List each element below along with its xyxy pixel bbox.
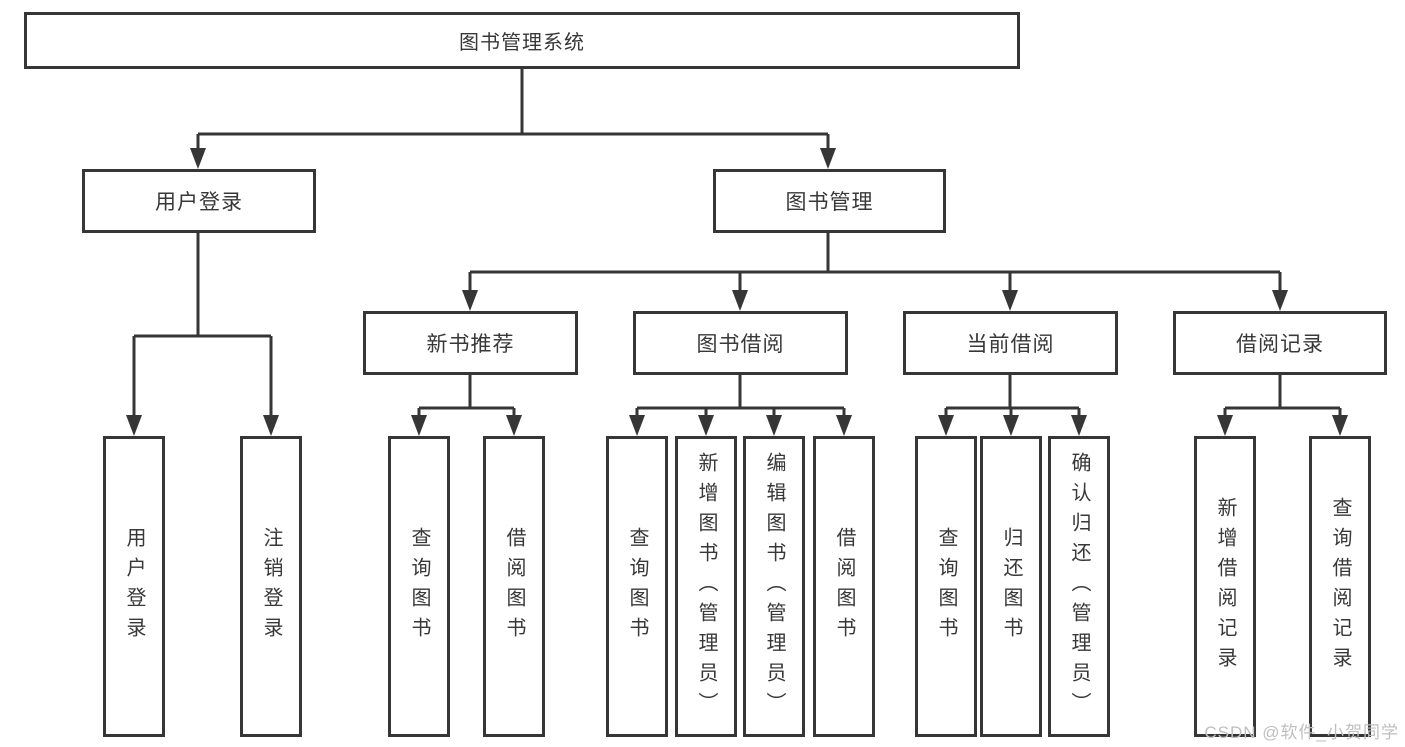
leaf-logout-label: 注销登录 [260,526,282,647]
root-node-label: 图书管理系统 [459,32,585,54]
leaf-query-books-borrow-label: 查询图书 [626,526,648,647]
connector-user-login-children [132,233,273,418]
arrowheads-level4 [411,415,1348,436]
leaf-borrow-books-label: 借阅图书 [833,526,855,647]
leaf-query-borrow-record-label: 查询借阅记录 [1329,496,1351,677]
leaf-borrow-books: 借阅图书 [813,436,875,737]
current-borrowing-label: 当前借阅 [966,333,1055,356]
new-book-recommendation-label: 新书推荐 [426,333,515,356]
connector-book-management-level3 [468,233,1282,292]
new-book-recommendation-node: 新书推荐 [363,311,578,375]
leaf-query-borrow-record: 查询借阅记录 [1309,436,1371,737]
borrowing-records-label: 借阅记录 [1236,333,1324,356]
arrowheads-level3 [462,290,1288,311]
watermark: CSDN @软件_小贺同学 [1204,723,1399,742]
leaf-query-books-current-label: 查询图书 [935,526,957,647]
leaf-user-login-label: 用户登录 [123,526,145,647]
leaf-logout: 注销登录 [240,436,302,737]
connector-new-book-children [417,375,516,418]
leaf-query-books-recommend-label: 查询图书 [408,526,430,647]
leaf-return-books-label: 归还图书 [1000,526,1022,647]
leaf-query-books-current: 查询图书 [915,436,977,737]
leaf-borrow-books-recommend-label: 借阅图书 [503,526,525,647]
connector-current-borrow-children [944,375,1081,418]
connector-root-to-level2 [196,68,830,150]
connector-borrow-records-children [1223,375,1342,418]
book-borrowing-node: 图书借阅 [633,311,848,375]
leaf-confirm-return-admin: 确认归还（管理员） [1048,436,1110,737]
leaf-user-login: 用户登录 [103,436,165,737]
user-login-node-label: 用户登录 [155,191,243,214]
leaf-edit-books-admin-label: 编辑图书（管理员） [763,451,785,722]
leaf-add-books-admin-label: 新增图书（管理员） [695,451,717,722]
leaf-edit-books-admin: 编辑图书（管理员） [743,436,805,737]
connector-book-borrow-children [635,375,846,418]
leaf-query-books-recommend: 查询图书 [388,436,450,737]
user-login-node: 用户登录 [82,169,316,233]
leaf-confirm-return-admin-label: 确认归还（管理员） [1068,451,1090,722]
current-borrowing-node: 当前借阅 [903,311,1118,375]
root-node: 图书管理系统 [24,12,1020,69]
leaf-borrow-books-recommend: 借阅图书 [483,436,545,737]
leaf-add-books-admin: 新增图书（管理员） [675,436,737,737]
arrowheads-user-login-children [126,415,279,436]
leaf-query-books-borrow: 查询图书 [606,436,668,737]
book-management-node-label: 图书管理 [785,191,874,214]
leaf-add-borrow-record-label: 新增借阅记录 [1214,496,1236,677]
book-management-node: 图书管理 [713,169,946,233]
arrowheads-level2 [190,148,836,169]
borrowing-records-node: 借阅记录 [1173,311,1387,375]
leaf-add-borrow-record: 新增借阅记录 [1194,436,1256,737]
book-borrowing-label: 图书借阅 [696,333,785,356]
leaf-return-books: 归还图书 [980,436,1042,737]
